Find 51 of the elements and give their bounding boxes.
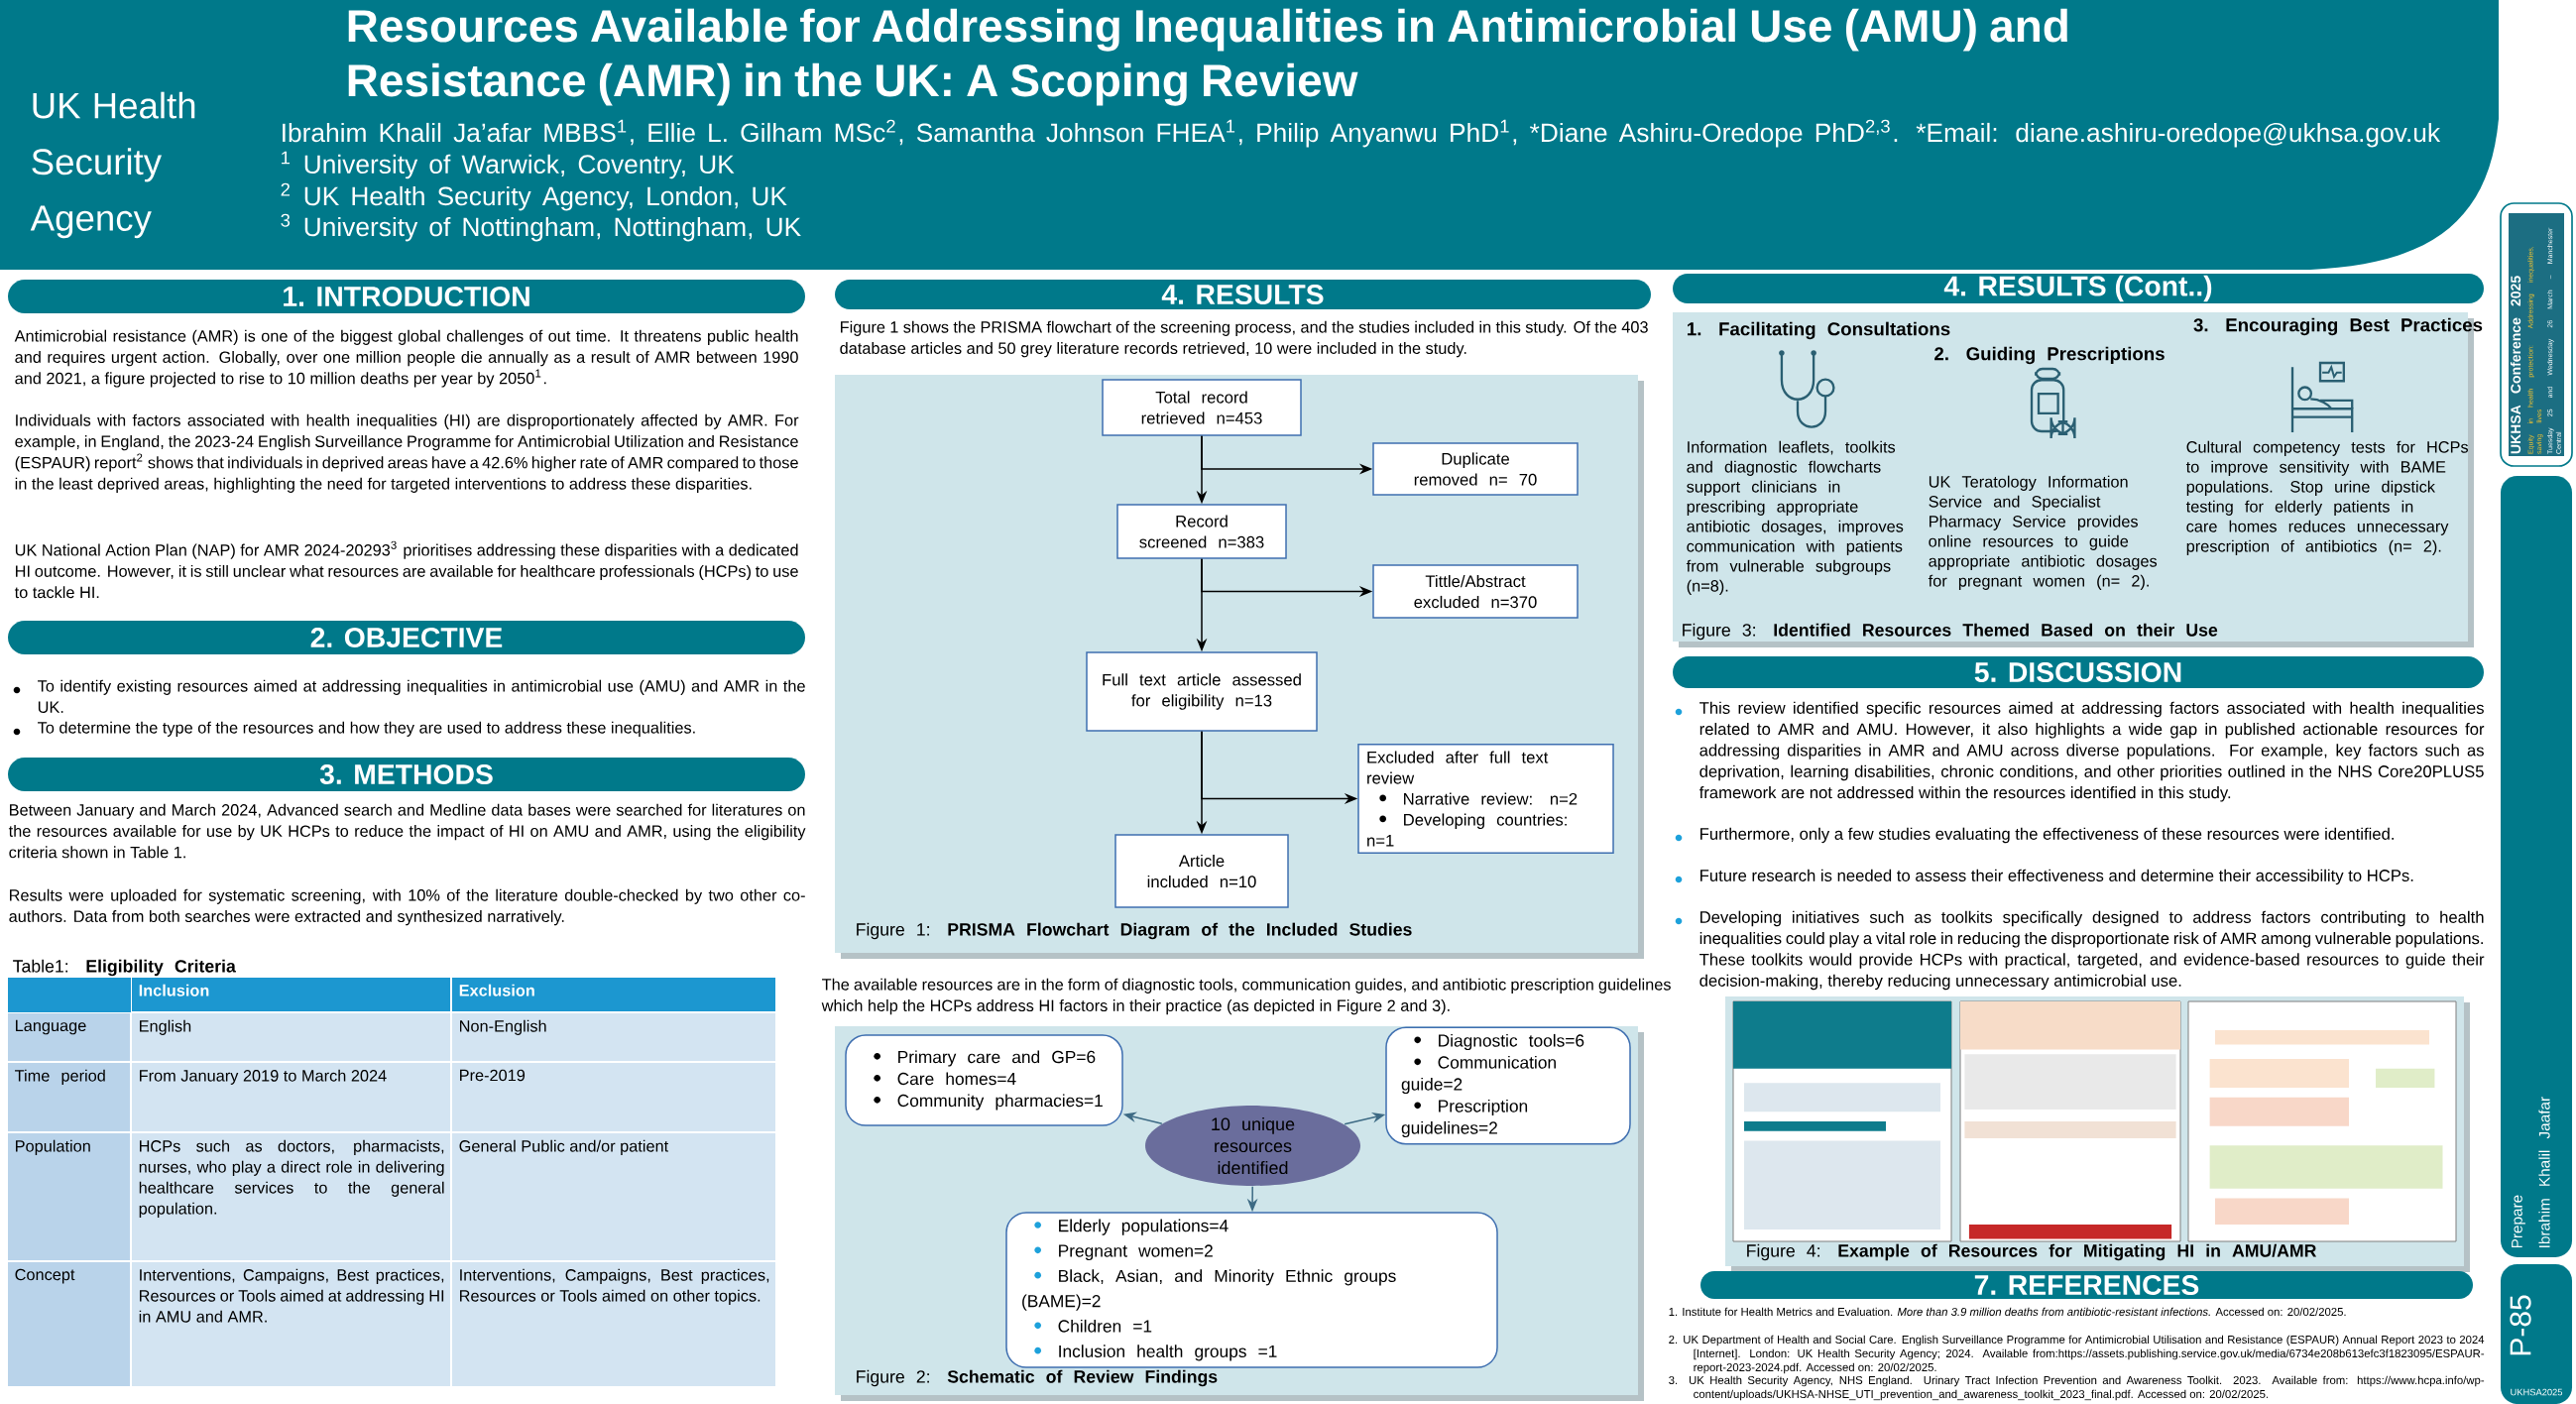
table-cell: Language <box>8 1013 130 1061</box>
paragraph: The available resources are in the form of diagnostic tools, communication guides, and antibiotic prescription guidelines which help the HCPs address HI factors in their practice (as depicted in Figure 2 and 3). <box>821 978 1671 1015</box>
affiliation: $^{2}$ UK Health Security Agency, London, UK <box>281 182 787 211</box>
affiliation: $^{1}$ University of Warwick, Coventry, UK <box>282 151 735 179</box>
leaflet-picture <box>2187 1000 2457 1242</box>
bullet-text: Developing initiatives such as toolkits specifically designed to address factors contributing to health inequalities could play a vital role in reducing the disproportionate risk of AMR among vulnerable populations. These toolkits would provide HCPs with practical, targeted, and evidence-based resources to guide their decision-making, thereby reducing unnecessary antimicrobial use. <box>1675 910 2485 991</box>
paragraph: UK National Action Plan (NAP) for AMR 2024-20293$^{3}$ prioritises addressing these disparities with a dedicated HI outcome. However, it is still unclear what resources are available for healthcare professionals (HCPs) to use to tackle HI. <box>14 540 798 599</box>
reference: 2. UK Department of Health and Social Care. English Surveillance Programme for Antimicrobial Utilisation and Resistance (ESPAUR) Annual Report 2023 to 2024 [Internet]. London: UK Health Security Agency; 2024. Available from:https://assets.publishing.service.gov.uk/media/6734e208b613efc3f1823095/ESPAUR-report-2023-2024.pdf. Accessed on: 20/02/2025. <box>1669 1335 2485 1374</box>
table-cell: Interventions, Campaigns, Best practices, Resources or Tools aimed at addressing HI in AMU and AMR. <box>132 1262 450 1387</box>
table-cell: Interventions, Campaigns, Best practices, Resources or Tools aimed on other topics. <box>452 1262 775 1387</box>
table-caption: Table1: Eligibility Criteria <box>13 959 236 977</box>
poster-number: P-85 <box>2510 1295 2531 1355</box>
section-banner: 7. REFERENCES <box>1700 1271 2473 1299</box>
table-cell: Pre-2019 <box>452 1063 775 1131</box>
section-banner: 3. METHODS <box>8 758 805 791</box>
bullet-text: Future research is needed to assess their effectiveness and determine their accessibility to HCPs. <box>1675 869 2413 885</box>
poster-code: UKHSA2025 <box>2511 1388 2563 1396</box>
bullet-text: To determine the type of the resources and how they are used to address these inequalities. <box>13 721 695 737</box>
table-cell: Non-English <box>452 1013 775 1061</box>
bullet-text: This review identified specific resources aimed at addressing factors associated with health inequalities related to AMR and AMU. However, it also highlights a wide gap in published actionable resources for addressing disparities in AMR and AMU across diverse populations. For example, key factors such as deprivation, learning disabilities, chronic conditions, and other priorities outlined in the NHS Core20PLUS5 framework are not addressed within the resources identified in this study. <box>1675 701 2485 802</box>
table-cell: Exclusion <box>452 978 775 1011</box>
paragraph: Antimicrobial resistance (AMR) is one of the biggest global challenges of out time. It threatens public health and requires urgent action. Globally, over one million people die annually as a result of AMR between 1990 and 2021, a figure projected to rise to 10 million deaths per year by 2050$^{1}$. <box>14 329 798 388</box>
figure-caption: Figure 4: Example of Resources for Mitigating HI in AMU/AMR <box>1747 1243 2317 1261</box>
section-banner: 4. RESULTS (Cont..) <box>1673 274 2484 303</box>
side-text: Prepare <box>2512 1195 2525 1248</box>
table-cell: English <box>132 1013 450 1061</box>
agency-name: UK Health Security Agency <box>30 91 195 239</box>
section-banner: 1. INTRODUCTION <box>8 280 805 313</box>
table-cell: General Public and/or patient <box>452 1133 775 1260</box>
poster-title: Resources Available for Addressing Inequalities in Antimicrobial Use (AMU) and Resistance (AMR) in the UK: A Scoping Review <box>348 8 2067 106</box>
author-list: Ibrahim Khalil Ja’afar MBBS$^{1}$, Ellie L. Gilham MSc$^{2}$, Samantha Johnson FHEA$^{1}$, Philip Anyanwu PhD$^{1}$, *Diane Ashiru-Oredope PhD$^{2,3}$. *Email: diane.ashiru-oredope@ukhsa.gov.uk <box>283 119 2441 148</box>
paragraph: Individuals with factors associated with health inequalities (HI) are disproportionately affected by AMR. For example, in England, the 2023-24 English Surveillance Programme for Antimicrobial Utilization and Resistance (ESPAUR) report$^{2}$ shows that individuals in deprived areas have a 42.6% higher rate of AMR compared to those in the least deprived areas, highlighting the need for targeted interventions to address these disparities. <box>15 413 799 493</box>
table-cell: From January 2019 to March 2024 <box>132 1063 450 1131</box>
side-text: Ibrahim Khalil Jaafar <box>2538 1097 2550 1247</box>
section-banner: 2. OBJECTIVE <box>8 621 805 654</box>
paragraph: Between January and March 2024, Advanced search and Medline data bases were searched for literatures on the resources available for use by UK HCPs to reduce the impact of HI on AMU and AMR, using the eligibility criteria shown in Table 1. <box>8 803 806 859</box>
affiliation: $^{3}$ University of Nottingham, Nottingham, UK <box>281 213 801 242</box>
table-cell: HCPs such as doctors, pharmacists, nurses, who play a direct role in delivering healthcare services to the general population. <box>132 1133 450 1260</box>
paragraph: Results were uploaded for systematic screening, with 10% of the literature double-checked by two other co-authors. Data from both searches were extracted and synthesized narratively. <box>9 888 805 926</box>
table-cell: Time period <box>8 1063 130 1131</box>
table-cell: Concept <box>8 1262 130 1387</box>
leaflet-picture <box>1732 1000 1952 1242</box>
leaflet-picture <box>1959 1000 2181 1242</box>
paragraph: Figure 1 shows the PRISMA flowchart of the screening process, and the studies included in this study. Of the 403 database articles and 50 grey literature records retrieved, 10 were included in the study. <box>840 320 1648 358</box>
section-banner: 5. DISCUSSION <box>1673 656 2484 688</box>
section-banner: 4. RESULTS <box>835 280 1651 309</box>
banner-text: UKHSA Conference 2025 <box>2510 276 2521 454</box>
reference: 3. UK Health Security Agency, NHS England. Urinary Tract Infection Prevention and Awareness Toolkit. 2023. Available from: https://www.hcpa.info/wp-content/uploads/UKHSA-NHSE_UTI_prevention_and_awareness_toolkit_2023_final.pdf. Accessed on: 20/02/2025. <box>1669 1375 2485 1401</box>
table-cell: Population <box>8 1133 130 1260</box>
bullet-text: To identify existing resources aimed at addressing inequalities in antimicrobial use (AMU) and AMR in the UK. <box>13 679 805 713</box>
bullet-text: Furthermore, only a few studies evaluating the effectiveness of these resources were identified. <box>1675 827 2394 844</box>
